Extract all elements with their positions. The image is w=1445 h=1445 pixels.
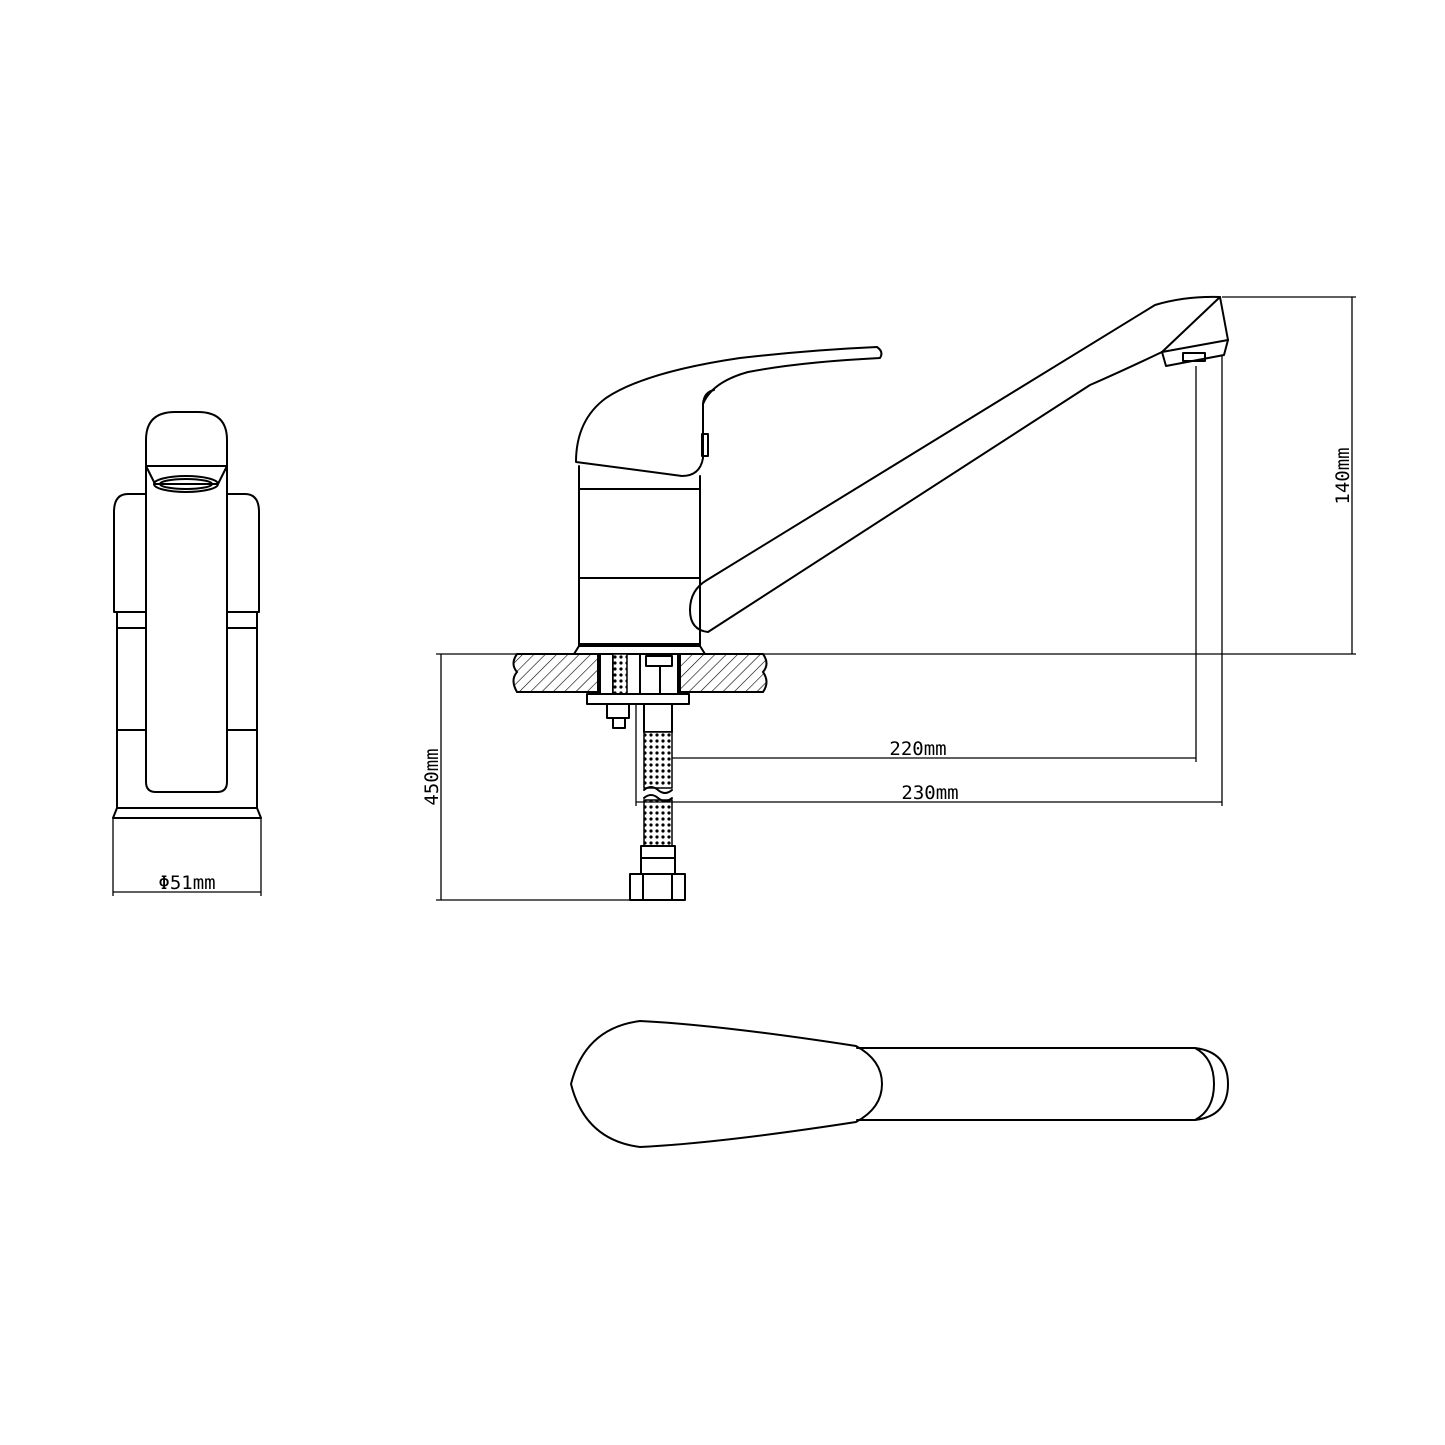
front-view: Φ51mm xyxy=(112,411,262,896)
reach-outer-label: 230mm xyxy=(901,782,958,804)
hose-length-label: 450mm xyxy=(421,748,443,805)
diameter-label: Φ51mm xyxy=(158,872,215,894)
reach-inner-label: 220mm xyxy=(889,738,946,760)
countertop-section xyxy=(512,653,599,693)
side-view: 140mm 450mm 220mm 230mm xyxy=(421,295,1356,901)
top-view xyxy=(570,1020,1229,1148)
height-label: 140mm xyxy=(1332,447,1354,504)
braided-hose xyxy=(643,731,673,789)
